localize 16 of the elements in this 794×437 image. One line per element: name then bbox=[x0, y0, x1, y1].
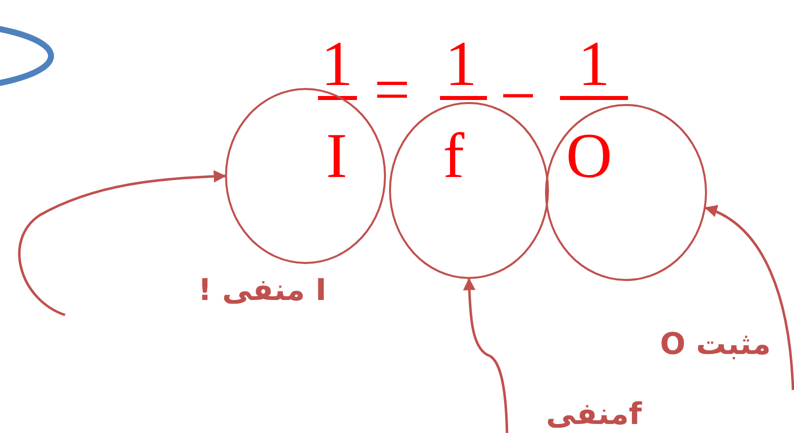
circle-outline bbox=[389, 102, 549, 279]
variable-letter: I bbox=[326, 124, 348, 188]
numeral: 1 bbox=[578, 32, 610, 96]
annotation-text: مثبت O bbox=[660, 330, 771, 360]
variable-letter: f bbox=[443, 124, 464, 188]
arrow bbox=[463, 278, 508, 434]
numeral: 1 bbox=[445, 32, 477, 96]
equals-sign: = bbox=[374, 58, 410, 122]
annotation-text: fمنفی bbox=[546, 400, 642, 430]
annotation-text: I منفی ! bbox=[198, 276, 327, 306]
circle-outline bbox=[545, 104, 707, 281]
arrow bbox=[18, 170, 226, 316]
arrow bbox=[704, 206, 794, 390]
numeral: 1 bbox=[321, 32, 353, 96]
variable-letter: O bbox=[566, 124, 612, 188]
minus-sign: − bbox=[500, 64, 536, 128]
